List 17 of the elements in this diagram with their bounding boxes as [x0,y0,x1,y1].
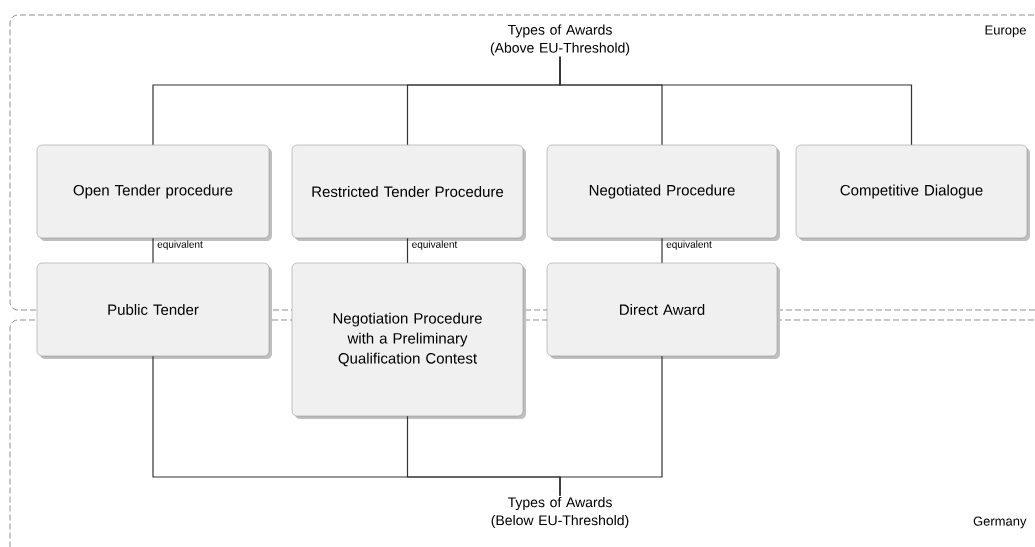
connector [152,237,154,264]
connector [559,56,913,146]
process-box: Open Tender procedure [36,144,272,241]
connector [406,237,409,264]
edge-label: equivalent [157,240,203,250]
edge-label: equivalent [412,240,458,250]
connector [661,237,663,264]
connector [559,355,663,497]
heading: Types of Awards (Below EU-Threshold) [491,497,629,528]
process-box: Negotiated Procedure [546,144,780,241]
process-box: Public Tender [36,262,272,359]
process-box: Direct Award [546,262,780,359]
process-box: Restricted Tender Procedure [291,144,526,241]
edge-label: equivalent [666,240,712,250]
process-box: Competitive Dialogue [795,144,1030,241]
heading: Types of Awards (Above EU-Threshold) [490,24,630,56]
process-box: Negotiation Procedure with a Preliminary Qualification Contest [291,262,526,419]
